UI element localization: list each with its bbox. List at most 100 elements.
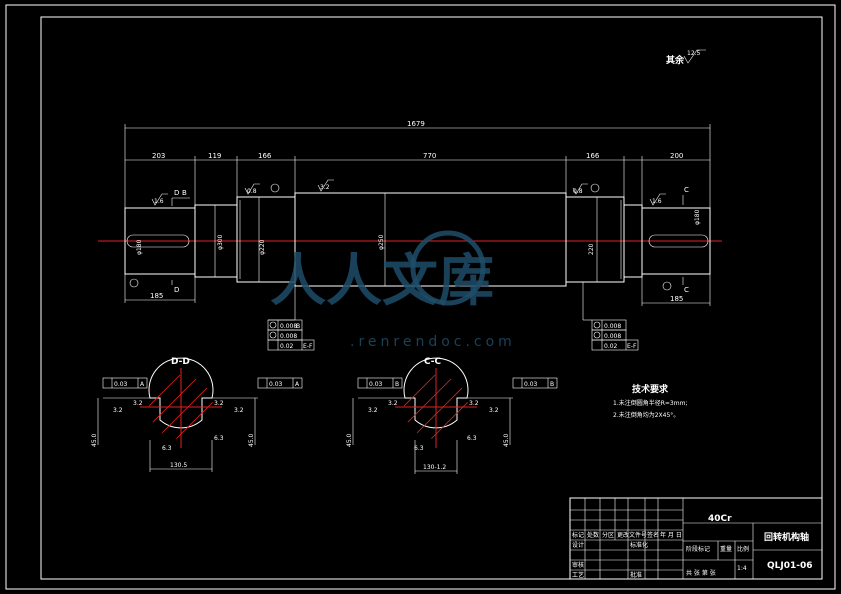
svg-text:1:4: 1:4 (737, 565, 747, 572)
svg-text:0.03: 0.03 (369, 381, 383, 388)
section-markers: D B D C C (171, 186, 689, 294)
svg-text:3.2: 3.2 (234, 407, 244, 414)
svg-text:0.008: 0.008 (604, 323, 621, 330)
svg-text:技术要求: 技术要求 (632, 383, 669, 395)
svg-text:批准: 批准 (630, 571, 642, 579)
svg-text:0.008: 0.008 (280, 333, 297, 340)
shaft-outline (124, 192, 711, 287)
svg-text:C: C (684, 286, 689, 294)
diameter-labels: φ180 φ300 φ220 φ250 220 φ180 (136, 193, 701, 286)
svg-text:770: 770 (423, 152, 436, 160)
svg-text:D: D (174, 286, 179, 294)
title-block: 标记 处数 分区 更改文件号 签名 年 月 日 设计 标准化 审核 工艺 批准 … (569, 497, 823, 580)
svg-text:3.2: 3.2 (133, 400, 143, 407)
svg-text:166: 166 (586, 152, 600, 160)
svg-text:0.8: 0.8 (247, 188, 257, 195)
svg-text:166: 166 (258, 152, 272, 160)
watermark: 人人文库 .renrendoc.com (270, 230, 516, 350)
svg-text:3.2: 3.2 (214, 400, 224, 407)
svg-text:比例: 比例 (737, 545, 749, 553)
svg-text:3.2: 3.2 (320, 184, 330, 191)
svg-text:200: 200 (670, 152, 683, 160)
svg-text:人人文库: 人人文库 (270, 249, 494, 314)
svg-text:回转机构轴: 回转机构轴 (764, 531, 809, 543)
outer-border (5, 4, 836, 590)
svg-text:φ180: φ180 (136, 239, 143, 255)
svg-text:0.8: 0.8 (573, 188, 583, 195)
svg-text:D-D: D-D (171, 357, 190, 367)
svg-text:6.3: 6.3 (414, 445, 424, 452)
svg-text:0.008: 0.008 (280, 323, 297, 330)
svg-text:220: 220 (588, 243, 595, 255)
svg-text:1679: 1679 (407, 120, 425, 128)
svg-text:45.0: 45.0 (503, 433, 510, 447)
dimensions-bottom: 185 185 (124, 274, 711, 306)
svg-text:0.02: 0.02 (280, 343, 294, 350)
svg-text:130.5: 130.5 (170, 462, 187, 469)
svg-text:D: D (174, 189, 179, 197)
svg-text:工艺: 工艺 (572, 571, 584, 579)
svg-text:重量: 重量 (720, 545, 732, 553)
svg-text:1.未注倒圆角半径R=3mm;: 1.未注倒圆角半径R=3mm; (613, 399, 687, 407)
svg-text:6.3: 6.3 (162, 445, 172, 452)
svg-text:处数: 处数 (587, 531, 599, 539)
svg-text:.renrendoc.com: .renrendoc.com (350, 334, 516, 350)
svg-text:1.6: 1.6 (154, 198, 164, 205)
svg-text:6.3: 6.3 (214, 435, 224, 442)
svg-text:45.0: 45.0 (91, 433, 98, 447)
svg-text:2.未注倒角均为2X45°。: 2.未注倒角均为2X45°。 (613, 411, 679, 419)
svg-text:A: A (140, 381, 145, 388)
svg-text:B: B (296, 323, 300, 330)
svg-text:阶段标记: 阶段标记 (686, 545, 710, 553)
svg-text:0.008: 0.008 (604, 333, 621, 340)
svg-text:φ250: φ250 (378, 234, 385, 250)
svg-text:0.02: 0.02 (604, 343, 618, 350)
svg-text:203: 203 (152, 152, 165, 160)
svg-text:其余: 其余 (666, 54, 685, 66)
svg-text:E-F: E-F (627, 343, 637, 350)
svg-text:C-C: C-C (424, 357, 442, 367)
svg-text:130-1.2: 130-1.2 (423, 464, 446, 471)
section-dd: D-D 0.03 A 0.03 A 3.2 3.2 3.2 3.2 6 (91, 357, 303, 472)
svg-text:审核: 审核 (572, 561, 584, 569)
svg-text:185: 185 (670, 295, 683, 303)
svg-text:6.3: 6.3 (467, 435, 477, 442)
svg-text:0.03: 0.03 (269, 381, 283, 388)
svg-text:共 张 第 张: 共 张 第 张 (686, 569, 716, 577)
roughness-marks: 1.6 0.8 3.2 0.8 1.6 (129, 179, 672, 291)
svg-text:标记: 标记 (572, 531, 584, 539)
svg-text:185: 185 (150, 292, 163, 300)
svg-text:B: B (550, 381, 554, 388)
svg-text:更改文件号: 更改文件号 (617, 531, 647, 539)
svg-text:B: B (182, 189, 187, 197)
svg-text:A: A (295, 381, 300, 388)
svg-text:40Cr: 40Cr (708, 514, 732, 524)
svg-text:年 月 日: 年 月 日 (660, 531, 682, 539)
svg-text:3.2: 3.2 (469, 400, 479, 407)
svg-text:3.2: 3.2 (388, 400, 398, 407)
section-cc: C-C 0.03 B 0.03 B 3.2 3.2 3.2 3.2 6.3 (346, 357, 558, 474)
svg-text:设计: 设计 (572, 541, 584, 549)
svg-text:分区: 分区 (602, 531, 614, 539)
svg-text:0.03: 0.03 (114, 381, 128, 388)
tolerance-frame-left: 0.008 B 0.008 0.02 E-F (267, 286, 315, 351)
svg-text:3.2: 3.2 (368, 407, 378, 414)
svg-text:1.6: 1.6 (652, 198, 662, 205)
tolerance-frame-right: 0.008 0.008 0.02 E-F (582, 282, 639, 351)
technical-requirements: 技术要求 1.未注倒圆角半径R=3mm; 2.未注倒角均为2X45°。 (613, 383, 687, 419)
svg-text:3.2: 3.2 (489, 407, 499, 414)
inner-border (40, 16, 823, 580)
svg-text:45.0: 45.0 (248, 433, 255, 447)
svg-text:45.0: 45.0 (346, 433, 353, 447)
svg-text:119: 119 (208, 152, 221, 160)
svg-text:12.5: 12.5 (687, 50, 701, 57)
svg-text:签名: 签名 (647, 531, 659, 539)
svg-text:C: C (684, 186, 689, 194)
svg-text:B: B (395, 381, 399, 388)
svg-text:φ300: φ300 (217, 234, 224, 250)
dimensions-top: 1679 203 119 166 770 166 200 (124, 120, 711, 208)
svg-text:3.2: 3.2 (113, 407, 123, 414)
svg-text:QLJ01-06: QLJ01-06 (767, 561, 813, 571)
svg-text:标准化: 标准化 (630, 541, 648, 549)
